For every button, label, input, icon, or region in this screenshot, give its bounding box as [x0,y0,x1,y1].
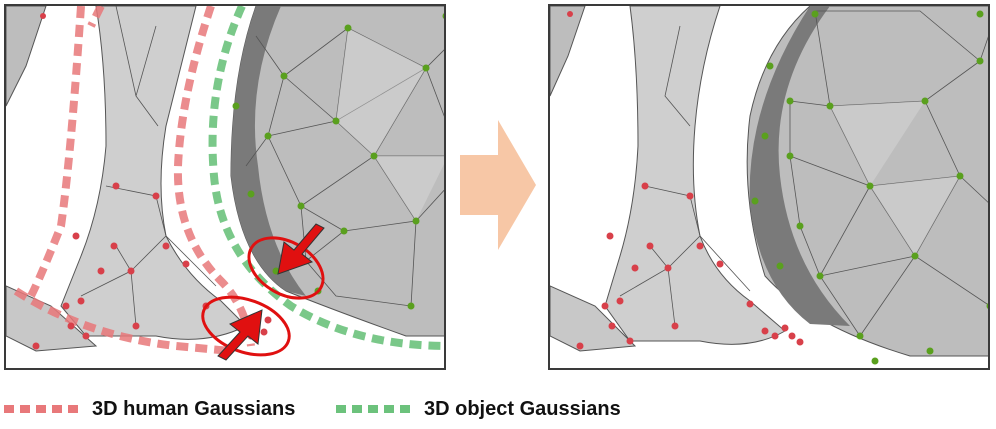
legend: 3D human Gaussians 3D object Gaussians [0,392,996,426]
legend-swatch-human [4,405,82,413]
transition-arrow-icon [460,120,536,250]
object-points [232,13,444,310]
collision-markers [201,223,325,361]
legend-label-human: 3D human Gaussians [92,397,296,420]
legend-label-object: 3D object Gaussians [424,397,621,420]
legend-item-object: 3D object Gaussians [336,392,621,426]
panel-before [4,4,446,370]
object-mesh [746,6,988,357]
panel-after [548,4,990,370]
legend-item-human: 3D human Gaussians [4,392,295,426]
transition-arrow [460,120,538,250]
object-boundary [208,6,444,350]
legend-swatch-object [336,405,414,413]
human-points [567,11,804,350]
scene-before [6,6,444,361]
scene-after [550,6,988,365]
object-points [751,10,988,365]
human-boundary [13,6,255,355]
human-mesh [6,6,247,352]
